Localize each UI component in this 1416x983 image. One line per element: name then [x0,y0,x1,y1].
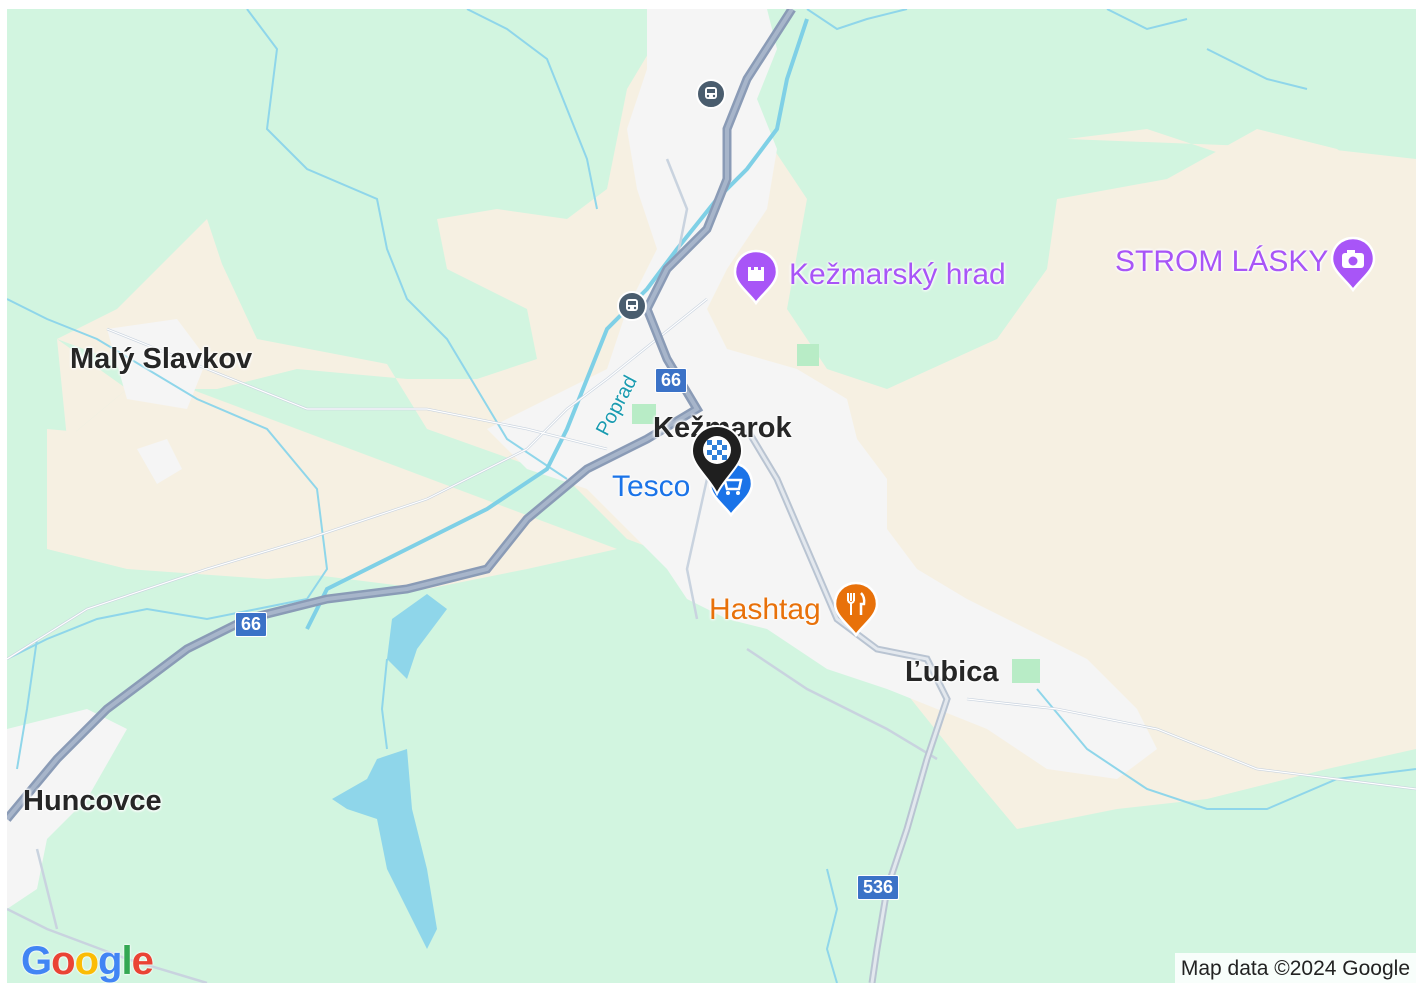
train-station-icon[interactable] [617,291,647,321]
restaurant-icon[interactable] [833,581,879,642]
castle-poi-icon[interactable] [733,249,779,310]
route-66-shield-west: 66 [235,612,268,637]
route-536-shield: 536 [857,875,900,900]
map-attribution[interactable]: Map data ©2024 Google [1174,953,1416,983]
place-label-huncovce: Huncovce [23,785,162,817]
train-station-icon[interactable] [696,79,726,109]
poi-label-hashtag[interactable]: Hashtag [709,593,821,626]
lake-south [332,749,437,949]
place-label-lubica: Ľubica [905,656,999,688]
urban-area-huncovce [7,709,127,909]
urban-area-kezmarok [487,9,1157,779]
route-66-shield-north: 66 [655,368,688,393]
location-marker-icon[interactable] [690,424,744,501]
lake-north [387,594,447,679]
map-canvas[interactable]: 66 66 536 Poprad Malý Slavkov Kežmarok Ľ… [7,9,1416,983]
google-logo: Google [21,939,154,983]
place-label-maly-slavkov: Malý Slavkov [70,343,253,375]
camera-poi-icon[interactable] [1330,236,1376,297]
poi-label-kezmarsky-hrad[interactable]: Kežmarský hrad [789,258,1006,291]
poi-label-strom-lasky[interactable]: STROM LÁSKY [1115,245,1329,278]
poi-label-tesco[interactable]: Tesco [612,470,691,503]
poprad-river [305,18,809,630]
